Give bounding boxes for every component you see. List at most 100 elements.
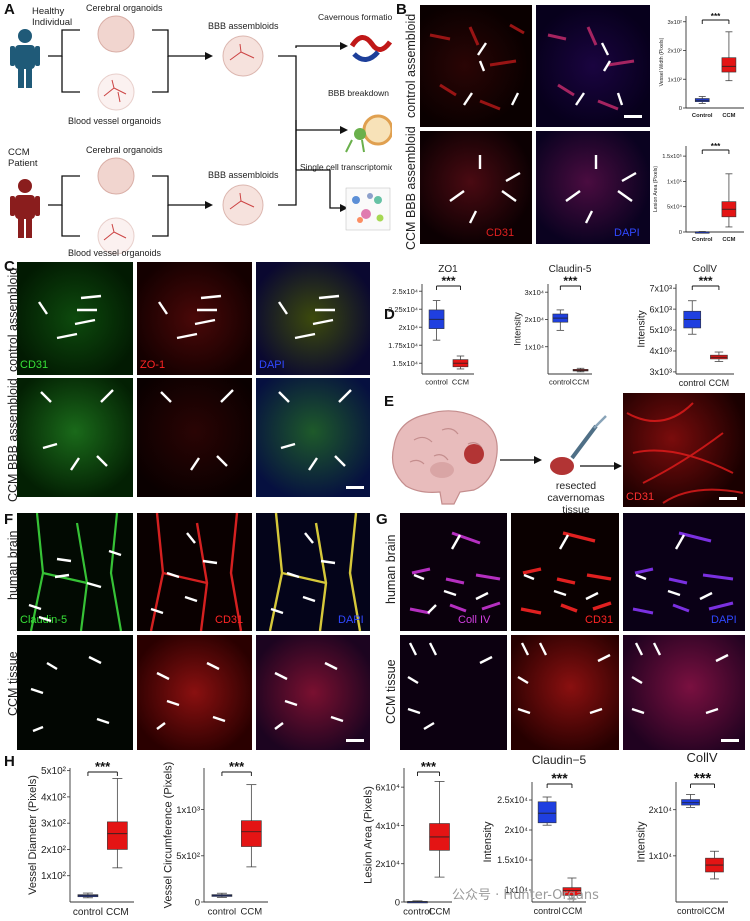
significance-stars: *** — [711, 142, 721, 151]
single-cell-label: Single cell transcriptomics — [300, 162, 392, 172]
y-tick-label: 0 — [395, 897, 400, 908]
y-tick-label: 2x10⁴ — [375, 859, 400, 870]
chart-h-claudin5: 1x10⁴1.5x10⁴2x10⁴2.5x10⁴IntensityClaudin… — [482, 753, 586, 916]
chart-title: CollV — [693, 264, 717, 275]
y-tick-label: 3x10² — [667, 20, 682, 26]
micrograph-c-ccm-zo1 — [137, 378, 252, 497]
category-label: control — [677, 906, 704, 916]
panel-label-c: C — [4, 258, 15, 275]
micrograph-g-ccm-cd31 — [511, 635, 619, 750]
significance-stars: *** — [551, 770, 568, 786]
category-label: control — [534, 906, 561, 916]
brain-icon — [391, 410, 498, 505]
significance-stars: *** — [563, 274, 577, 288]
flow-arrowheads — [205, 42, 348, 212]
y-tick-label: 4x10⁴ — [375, 821, 400, 832]
watermark: 公众号 · Hunter-Organs — [452, 888, 599, 903]
y-tick-label: 4x10² — [41, 792, 67, 803]
y-tick-label: 0 — [195, 897, 200, 908]
category-label: CCM — [704, 906, 725, 916]
significance-stars: *** — [694, 770, 712, 787]
y-tick-label: 3x10⁴ — [525, 288, 545, 297]
channel-label-dapi: DAPI — [338, 614, 364, 626]
cerebral-organoid-top-icon — [97, 15, 135, 53]
vessel-signal — [520, 531, 612, 615]
scale-bar — [624, 115, 642, 118]
y-tick-label: 5x10³ — [649, 325, 672, 335]
category-label: CCM — [106, 907, 129, 918]
chart-d-collv: 3x10³4x10³5x10³6x10³7x10³IntensityCollVc… — [637, 264, 734, 388]
micrograph-g-ccm-coll4 — [400, 635, 507, 750]
box-ccm — [241, 820, 262, 847]
panel-label-h: H — [4, 753, 15, 770]
micrograph-f-brain-claudin5: Claudin-5 — [17, 513, 133, 631]
y-axis-label: Vessel Width (Pixels) — [659, 37, 665, 86]
channel-label-dapi: DAPI — [614, 227, 640, 239]
micrograph-b-ccm-merge: DAPI — [536, 131, 650, 244]
panel-label-d: D — [384, 306, 395, 323]
channel-label-dapi: DAPI — [259, 359, 285, 371]
cavernous-formation-icon — [349, 35, 392, 62]
resected-tissue-icon — [550, 415, 607, 475]
significance-stars: *** — [421, 759, 437, 774]
panel-e-schematic — [391, 410, 622, 505]
y-tick-label: 5x10² — [41, 766, 67, 777]
panel-label-f: F — [4, 511, 14, 528]
y-tick-label: 0 — [679, 230, 682, 236]
micrograph-b-control-cd31 — [420, 5, 532, 127]
scale-bar — [346, 739, 364, 742]
micrograph-c-ccm-cd31 — [17, 378, 133, 497]
y-tick-label: 5x10⁴ — [667, 204, 683, 211]
channel-label-coll4: Coll IV — [458, 614, 491, 626]
y-tick-label: 1x10⁴ — [525, 342, 545, 351]
category-label: control — [403, 907, 432, 918]
y-tick-label: 2x10⁴ — [505, 825, 529, 835]
panel-a-schematic: Healthy Individual CCM Patient Cerebral … — [8, 3, 392, 258]
box-ccm — [107, 821, 128, 850]
significance-stars: *** — [95, 759, 111, 774]
panel-g-row1-label: human brain — [384, 534, 398, 605]
channel-label-dapi: DAPI — [711, 614, 737, 626]
category-label: CCM — [562, 906, 583, 916]
category-label: CCM — [572, 378, 589, 387]
bbb-breakdown-label: BBB breakdown — [328, 88, 389, 98]
y-axis-label: Lesion Area (Pixels) — [653, 166, 659, 212]
category-label: CCM — [709, 378, 730, 388]
y-tick-label: 1x10² — [667, 77, 682, 83]
panel-label-b: B — [396, 1, 407, 18]
category-label: control — [549, 378, 572, 387]
panel-b-arrows — [449, 42, 637, 224]
single-cell-umap-icon — [345, 187, 391, 231]
y-tick-label: 1x10⁵ — [667, 178, 683, 185]
cavernous-formation-label: Cavernous formation — [318, 12, 392, 22]
y-tick-label: 2x10² — [41, 845, 67, 856]
y-axis-label: Intensity — [636, 821, 648, 862]
arrowhead — [614, 462, 622, 470]
bbb-assembloids-top-label: BBB assembloids — [208, 21, 279, 31]
y-tick-label: 1.5x10⁴ — [392, 359, 418, 368]
category-label: Control — [692, 237, 713, 243]
category-label: control — [425, 378, 448, 387]
panel-g-row2-label: CCM tissue — [384, 659, 398, 724]
y-tick-label: 3x10² — [41, 819, 67, 830]
y-tick-label: 3x10³ — [649, 367, 672, 377]
micrograph-e-cd31: CD31 — [623, 393, 745, 507]
vessel-signal — [632, 531, 734, 615]
chart-title: Claudin-5 — [549, 264, 592, 275]
micrograph-c-control-cd31: CD31 — [17, 262, 133, 375]
panel-d-charts: 1.5x10⁴1.75x10⁴2x10⁴2.25x10⁴2.5x10⁴Inten… — [388, 264, 734, 388]
y-axis-label: Vessel Diameter (Pixels) — [27, 775, 39, 895]
micrograph-b-ccm-cd31: CD31 — [420, 131, 532, 244]
y-tick-label: 6x10³ — [649, 304, 672, 314]
panel-c-arrows — [38, 294, 352, 471]
vessel-signal — [429, 23, 525, 111]
y-tick-label: 7x10³ — [649, 283, 672, 293]
micrograph-g-brain-cd31: CD31 — [511, 513, 619, 631]
y-tick-label: 2x10⁴ — [649, 805, 673, 815]
bbb-assembloid-top-icon — [222, 35, 264, 77]
